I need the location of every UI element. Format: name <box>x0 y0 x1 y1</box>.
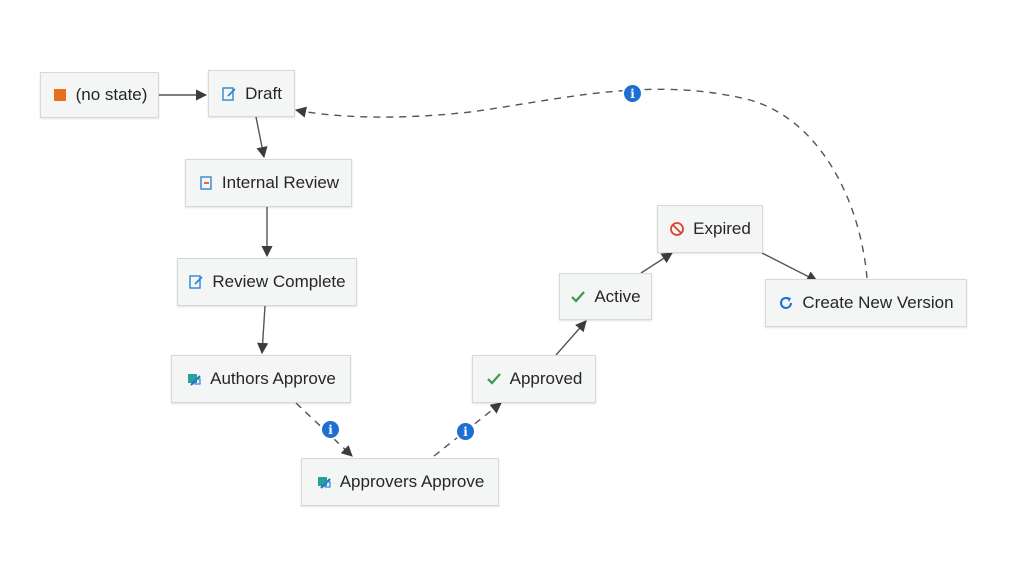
state-node-active[interactable]: Active <box>559 273 652 320</box>
info-icon[interactable]: i <box>322 421 339 438</box>
node-label: Internal Review <box>221 173 340 192</box>
transition-arrow <box>555 320 587 356</box>
transition-arrow <box>761 252 818 282</box>
approval-workflow-icon <box>186 371 202 387</box>
info-icon[interactable]: i <box>457 423 474 440</box>
node-label: Active <box>594 286 641 306</box>
node-label: Approved <box>509 369 583 388</box>
review-document-icon <box>198 175 214 191</box>
checkmark-icon <box>570 289 586 305</box>
state-node-create-new-version[interactable]: Create New Version <box>765 279 967 327</box>
state-node-authors-approve[interactable]: Authors Approve <box>171 355 351 403</box>
state-node-draft[interactable]: Draft <box>208 70 295 117</box>
node-label: Approvers Approve <box>339 472 485 491</box>
node-label: Draft <box>245 83 282 103</box>
checkmark-icon <box>486 371 502 387</box>
transition-arrow <box>640 252 673 274</box>
edit-document-icon <box>188 274 204 290</box>
orange-square-icon <box>52 87 68 103</box>
state-node-approvers-approve[interactable]: Approvers Approve <box>301 458 499 506</box>
node-label: Authors Approve <box>210 369 336 388</box>
state-node-internal-review[interactable]: Internal Review <box>185 159 352 207</box>
refresh-icon <box>778 295 794 311</box>
node-label: (no state) <box>75 85 148 104</box>
edit-document-icon <box>221 86 237 102</box>
state-node-approved[interactable]: Approved <box>472 355 596 403</box>
state-node-expired[interactable]: Expired <box>657 205 763 253</box>
node-label: Expired <box>693 219 751 238</box>
prohibited-icon <box>669 221 685 237</box>
transition-arrow <box>257 305 269 355</box>
state-node-no-state[interactable]: (no state) <box>40 72 159 118</box>
transition-arrow <box>255 116 268 159</box>
info-icon[interactable]: i <box>624 85 641 102</box>
node-label: Create New Version <box>802 293 954 312</box>
approval-workflow-icon <box>316 474 332 490</box>
state-node-review-complete[interactable]: Review Complete <box>177 258 357 306</box>
node-label: Review Complete <box>212 272 346 291</box>
transition-arrow <box>294 88 868 279</box>
